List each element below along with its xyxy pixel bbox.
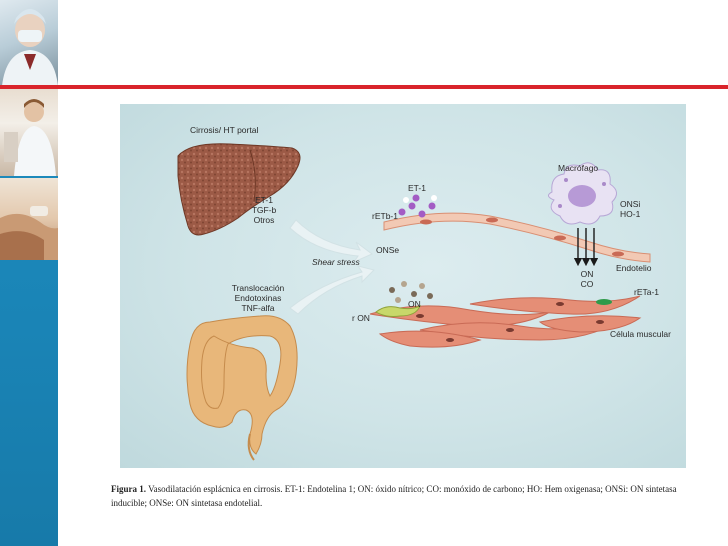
label-gut-factors: Translocación Endotoxinas TNF-alfa bbox=[220, 284, 296, 313]
caption-label: Figura 1. bbox=[111, 484, 146, 494]
label-liver-factor: Otros bbox=[244, 216, 284, 226]
label-on-co-line: CO bbox=[576, 280, 598, 290]
label-on-co: ON CO bbox=[576, 270, 598, 290]
label-liver-factors: ET-1 TGF-b Otros bbox=[244, 196, 284, 225]
label-on: ON bbox=[408, 300, 421, 310]
figure-caption: Figura 1. Vasodilatación esplácnica en c… bbox=[111, 482, 701, 510]
arrow-liver-to-endothelium bbox=[290, 220, 372, 262]
label-reta1: rETa-1 bbox=[634, 288, 659, 298]
label-retb1: rETb-1 bbox=[372, 212, 398, 222]
figure-diagram: Cirrosis/ HT portal ET-1 TGF-b Otros She… bbox=[120, 104, 686, 468]
photo-doctor-mask bbox=[0, 0, 58, 86]
label-et1: ET-1 bbox=[408, 184, 426, 194]
label-gut-factor: TNF-alfa bbox=[220, 304, 296, 314]
diagram-illustration bbox=[120, 104, 686, 468]
label-macrofago: Macrófago bbox=[558, 164, 598, 174]
label-onsi-line: HO-1 bbox=[620, 210, 640, 220]
caption-text: Vasodilatación esplácnica en cirrosis. E… bbox=[111, 484, 677, 508]
colon-organ bbox=[187, 316, 297, 454]
photo-nurse bbox=[0, 88, 58, 176]
label-onsi: ONSi HO-1 bbox=[620, 200, 640, 220]
label-onse: ONSe bbox=[376, 246, 399, 256]
label-ron: r ON bbox=[352, 314, 370, 324]
header-divider-line bbox=[0, 85, 728, 89]
arrow-gut-to-endothelium bbox=[290, 266, 374, 314]
label-endotelio: Endotelio bbox=[616, 264, 651, 274]
label-celula-muscular: Célula muscular bbox=[610, 330, 671, 340]
eta1-receptor bbox=[596, 299, 612, 305]
label-shear-stress: Shear stress bbox=[312, 258, 360, 268]
photo-hands bbox=[0, 178, 58, 260]
label-cirrosis: Cirrosis/ HT portal bbox=[190, 126, 258, 136]
